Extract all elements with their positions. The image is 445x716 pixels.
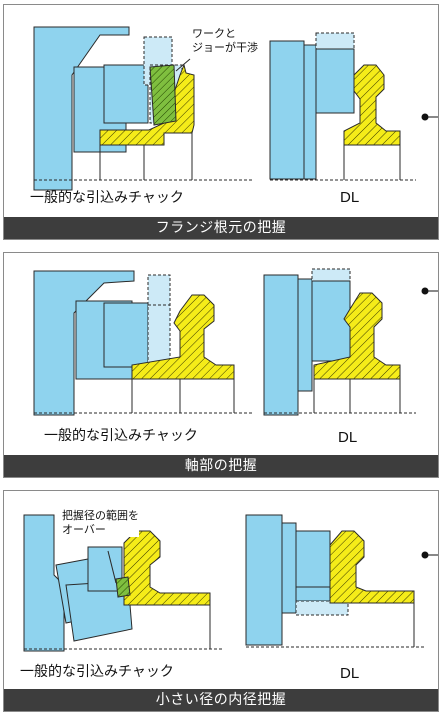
panel-shaft: 一般的な引込みチャック DL 軸部の把握 bbox=[3, 252, 439, 478]
general-chuck-illustration bbox=[23, 514, 224, 652]
bullet-marker bbox=[421, 113, 429, 121]
panel-flange-root: ワークと ジョーが干渉 一般的な引込みチャック DL フランジ根元の把握 bbox=[3, 4, 439, 240]
dl-chuck-illustration bbox=[263, 268, 416, 416]
general-chuck-label: 一般的な引込みチャック bbox=[30, 190, 184, 206]
dl-label: DL bbox=[338, 429, 358, 446]
dl-chuck-illustration bbox=[245, 514, 424, 648]
diagram-shaft bbox=[33, 268, 438, 416]
dl-label: DL bbox=[340, 189, 360, 206]
bullet-marker bbox=[421, 287, 429, 295]
diagram-flange-root bbox=[33, 26, 438, 191]
dl-chuck-illustration bbox=[269, 32, 416, 181]
range-over-note: 把握径の範囲を オーバー bbox=[62, 509, 139, 537]
general-chuck-label: 一般的な引込みチャック bbox=[44, 428, 198, 444]
caption-small-bore: 小さい径の内径把握 bbox=[4, 689, 438, 711]
general-chuck-label: 一般的な引込みチャック bbox=[20, 664, 174, 680]
dl-label: DL bbox=[340, 665, 360, 682]
panel-small-bore: 把握径の範囲を オーバー 一般的な引込みチャック DL 小さい径の内径把握 bbox=[3, 490, 439, 712]
general-chuck-illustration bbox=[33, 270, 254, 416]
bullet-marker bbox=[421, 551, 429, 559]
caption-shaft: 軸部の把握 bbox=[4, 455, 438, 477]
general-chuck-illustration bbox=[33, 26, 254, 191]
diagram-small-bore bbox=[23, 514, 438, 652]
interference-note: ワークと ジョーが干渉 bbox=[192, 27, 258, 55]
caption-flange-root: フランジ根元の把握 bbox=[4, 217, 438, 239]
